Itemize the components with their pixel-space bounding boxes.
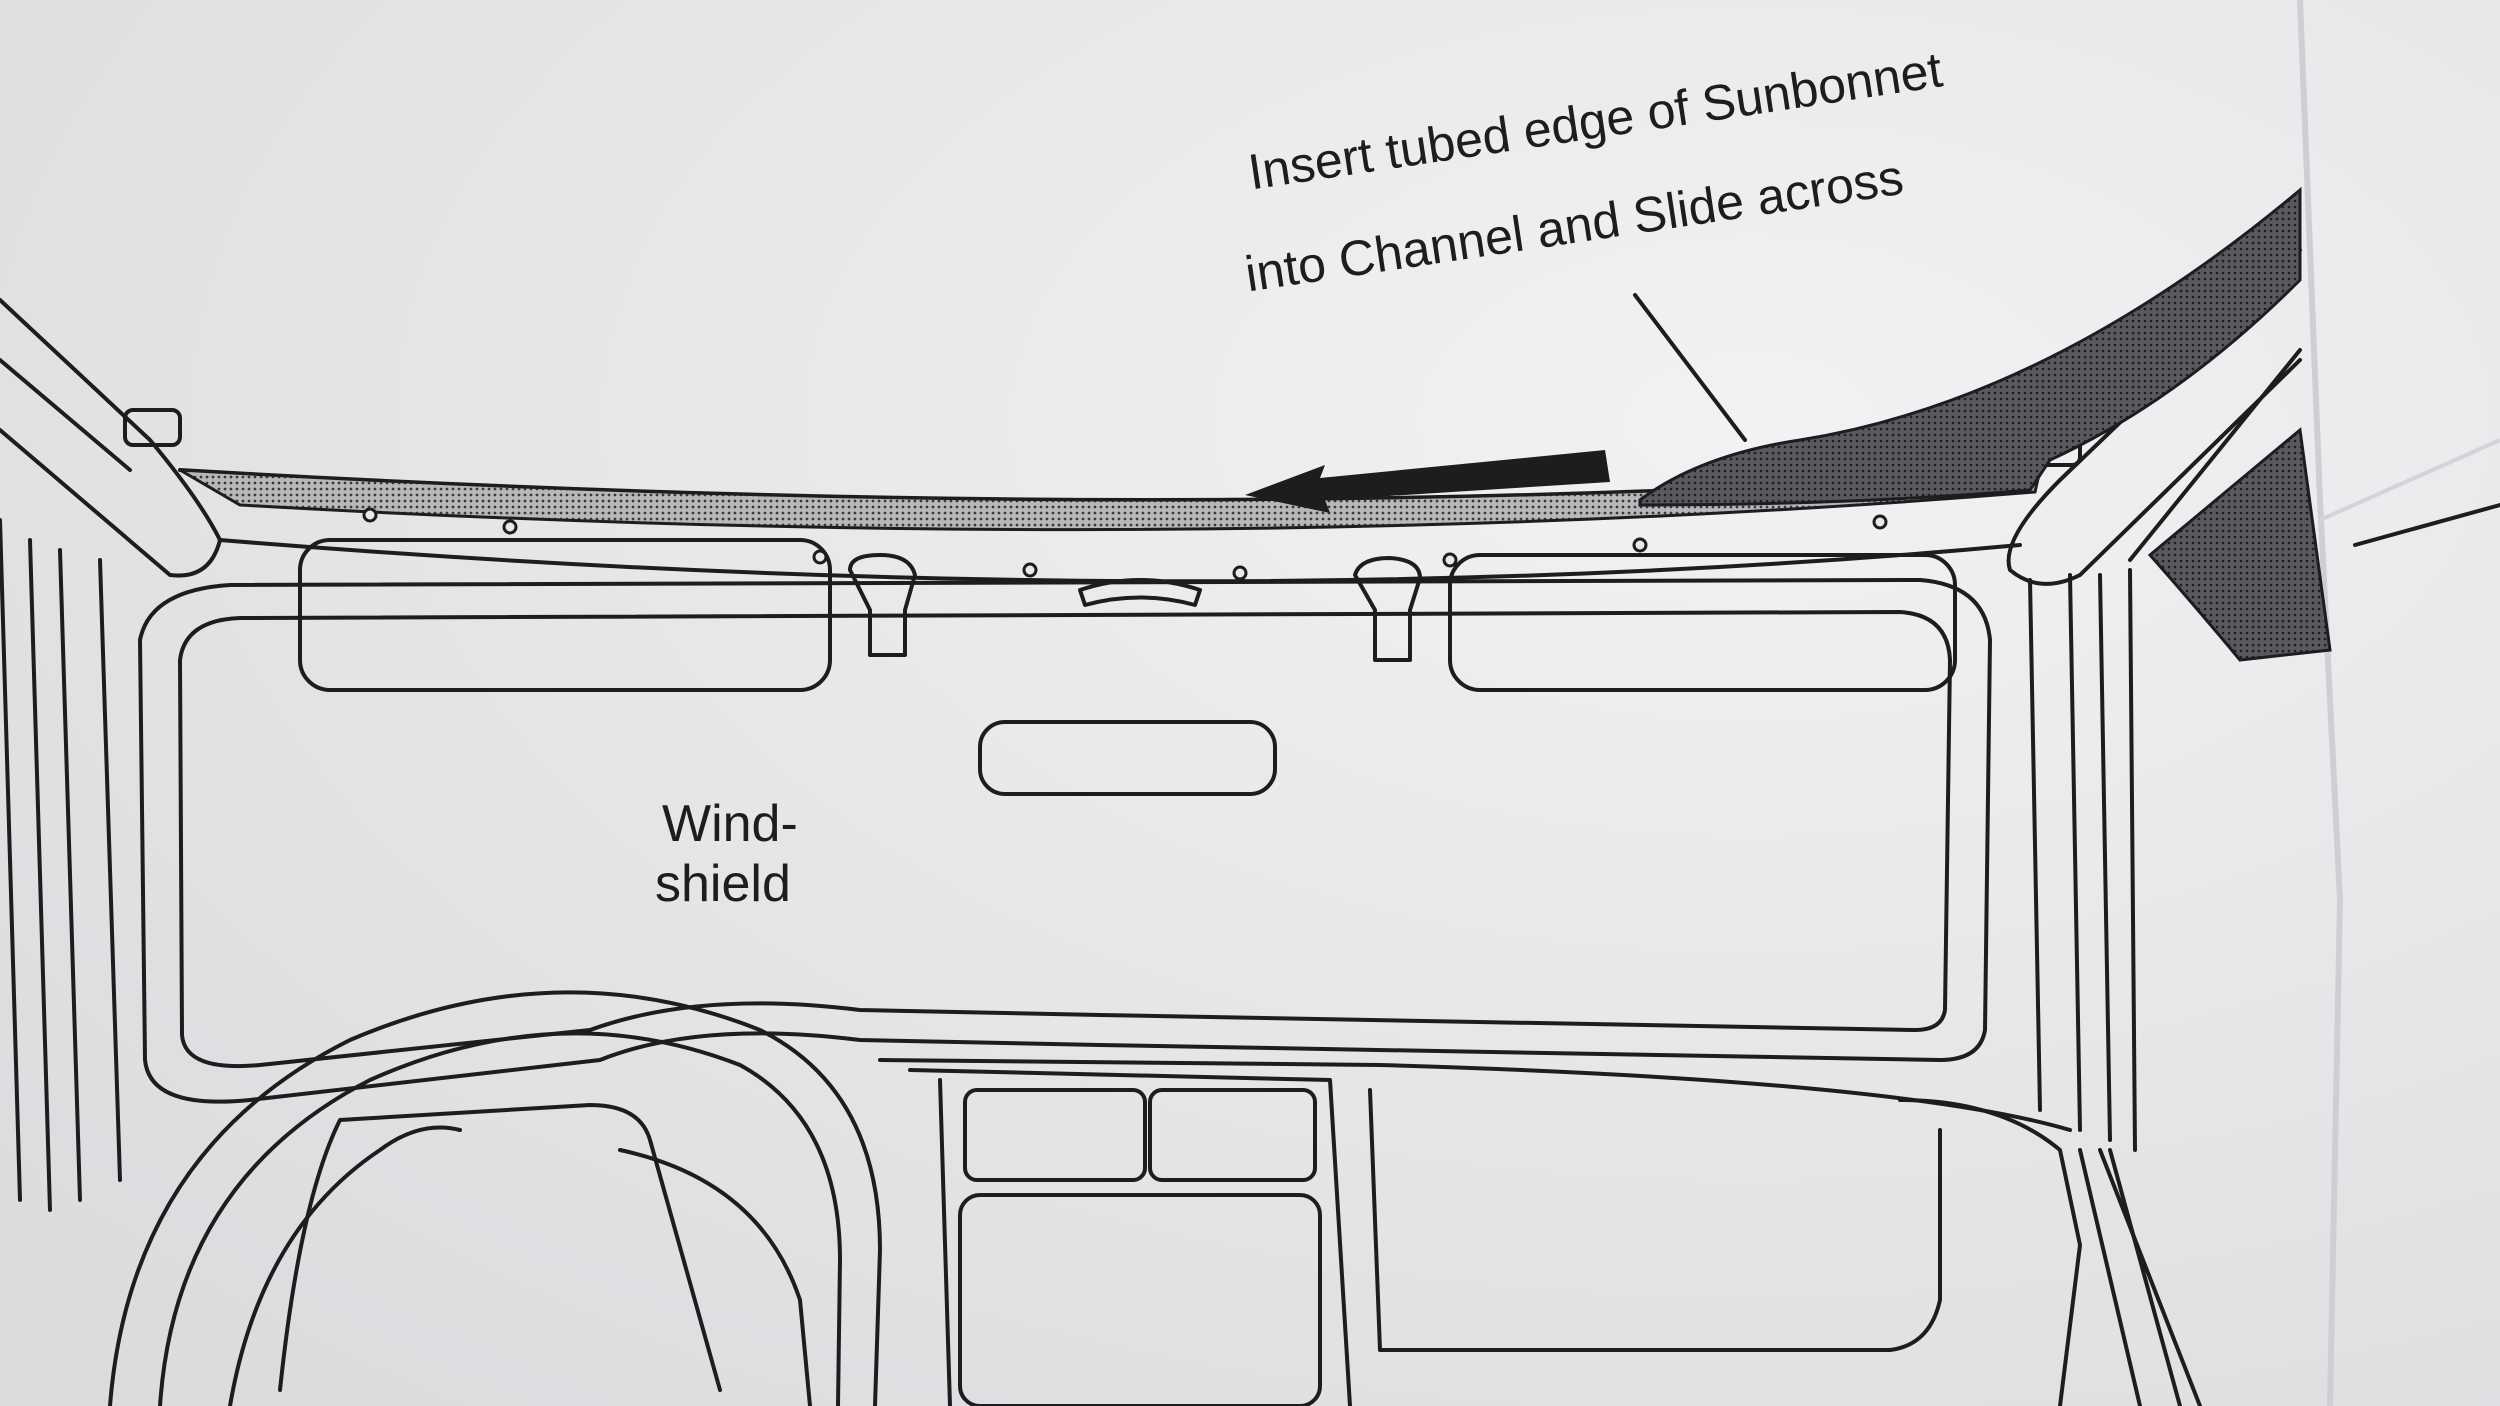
windshield-label-line-1: Wind-	[662, 795, 798, 853]
right-sun-visor	[1448, 553, 1957, 692]
right-door-frame-line	[2098, 573, 2112, 1142]
paper-crease	[2297, 0, 2344, 1406]
right-door-frame-line	[2068, 573, 2082, 1132]
left-visor-clip	[848, 553, 917, 657]
sunbonnet-fabric-corner	[2147, 427, 2332, 662]
channel-screw	[1872, 514, 1888, 530]
windshield-frame-inner	[178, 610, 1952, 1069]
left-door-frame-line	[98, 558, 122, 1182]
channel-screw	[1632, 537, 1648, 553]
steering-wheel-inner	[158, 1031, 842, 1406]
left-door-frame-line	[58, 548, 82, 1202]
channel-screw	[362, 507, 378, 523]
right-door-frame-line	[2028, 578, 2042, 1112]
door-seal-line	[2078, 1148, 2142, 1406]
door-seal-line	[2108, 1148, 2182, 1406]
dashboard-radio	[958, 1193, 1322, 1406]
left-door-frame-line	[0, 518, 22, 1202]
rear-view-mirror	[978, 720, 1277, 796]
dashboard-center-stack	[908, 1068, 1352, 1406]
right-a-pillar-outer	[2128, 348, 2302, 562]
channel-screw	[1022, 562, 1038, 578]
sunbonnet-fabric	[1638, 186, 2302, 507]
left-a-pillar	[0, 298, 222, 578]
channel-screw	[1232, 565, 1248, 581]
paper-crease	[2319, 438, 2500, 522]
dash-right-panel	[1898, 1098, 2082, 1406]
dashboard-center-stack-edge	[938, 1078, 952, 1406]
center-grab-handle	[1078, 578, 1202, 607]
right-visor-clip	[1353, 556, 1422, 662]
right-door-frame-line	[2128, 568, 2137, 1152]
left-door-frame-line	[28, 538, 52, 1212]
channel-screw	[502, 519, 518, 535]
glove-box	[1368, 1088, 1942, 1352]
instruction-leader-line	[1633, 293, 1747, 442]
steering-wheel-outer	[108, 990, 882, 1406]
steering-column	[278, 1103, 722, 1392]
right-a-pillar	[2006, 248, 2302, 586]
windshield-frame-outer	[138, 578, 1992, 1104]
dashboard-vent-right	[1148, 1088, 1317, 1182]
dashboard-top-edge	[878, 1058, 2072, 1132]
right-callout-leader-line	[2353, 503, 2500, 547]
left-a-pillar-inner	[0, 358, 132, 472]
channel-screw	[1442, 552, 1458, 568]
slide-direction-arrow	[1245, 450, 1610, 513]
left-sun-visor	[298, 538, 832, 692]
dashboard-vent-left	[963, 1088, 1147, 1182]
steering-wheel-spoke	[228, 1125, 462, 1406]
door-seal-line	[2098, 1148, 2202, 1406]
channel-screw	[812, 549, 828, 565]
windshield-label-line-2: shield	[655, 855, 791, 913]
left-hinge-bolt	[123, 408, 182, 447]
